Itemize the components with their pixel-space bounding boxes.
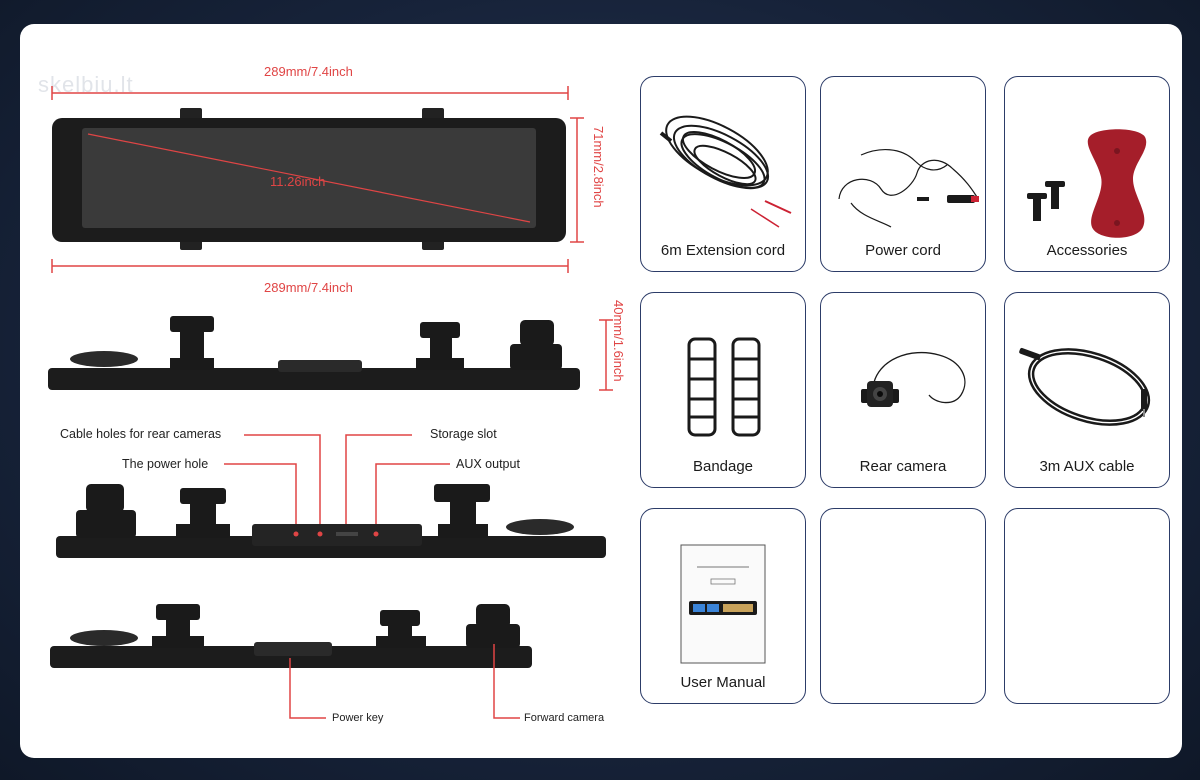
thickness-label: 40mm/1.6inch — [611, 300, 626, 382]
mirror-front-view — [52, 108, 566, 250]
accessory-card-extension-cord: 6m Extension cord — [640, 76, 806, 272]
height-label: 71mm/2.8inch — [591, 126, 606, 208]
top-width-line — [51, 86, 569, 100]
diagonal-label: 11.26inch — [270, 174, 326, 189]
product-sheet: skelbiu.lt — [20, 24, 1182, 758]
device-diagram: 289mm/7.4inch 11.26inch 71mm/2.8inch 289… — [20, 24, 640, 758]
mount-bracket-icon — [1027, 129, 1147, 238]
height-line — [570, 117, 584, 243]
accessory-card-user-manual: User Manual — [640, 508, 806, 704]
bottom-width-label: 289mm/7.4inch — [264, 280, 353, 295]
port-callout-lines — [224, 434, 450, 534]
mirror-side-view-1 — [48, 316, 580, 390]
cable-holes-label: Cable holes for rear cameras — [60, 427, 222, 441]
top-width-label: 289mm/7.4inch — [264, 64, 353, 79]
accessory-label: Bandage — [692, 458, 754, 475]
accessories-grid: 6m Extension cord Power cord — [640, 76, 1174, 708]
mirror-side-view-2 — [56, 484, 606, 558]
bottom-width-line — [51, 259, 569, 273]
device-drawing — [48, 86, 613, 719]
accessory-label: Rear camera — [859, 458, 947, 475]
accessory-label: 6m Extension cord — [660, 242, 786, 259]
accessory-label: Power cord — [865, 242, 941, 259]
accessory-label: 3m AUX cable — [1039, 458, 1135, 475]
accessory-card-accessories: Accessories — [1004, 76, 1170, 272]
aux-output-label: AUX output — [456, 457, 520, 471]
storage-slot-label: Storage slot — [430, 427, 497, 441]
coiled-cable-icon — [659, 115, 792, 228]
accessory-card-power-cord: Power cord — [820, 76, 986, 272]
accessory-card-bandage: Bandage — [640, 292, 806, 488]
power-hole-label: The power hole — [122, 457, 209, 471]
rear-camera-icon — [861, 351, 966, 407]
power-key-label: Power key — [332, 712, 384, 724]
power-cord-icon — [838, 149, 979, 228]
accessory-card-empty-2 — [1004, 508, 1170, 704]
accessory-card-empty-1 — [820, 508, 986, 704]
accessory-label: Accessories — [1046, 242, 1128, 259]
manual-booklet-icon — [680, 544, 766, 664]
accessory-card-aux-cable: 3m AUX cable — [1004, 292, 1170, 488]
rubber-straps-icon — [687, 337, 761, 437]
thickness-line — [599, 319, 613, 391]
bottom-callout-lines — [289, 644, 520, 719]
mirror-side-view-3 — [50, 604, 532, 668]
accessory-label: User Manual — [680, 674, 766, 691]
accessory-card-rear-camera: Rear camera — [820, 292, 986, 488]
forward-camera-label: Forward camera — [524, 712, 605, 724]
aux-cable-icon — [1019, 347, 1151, 426]
